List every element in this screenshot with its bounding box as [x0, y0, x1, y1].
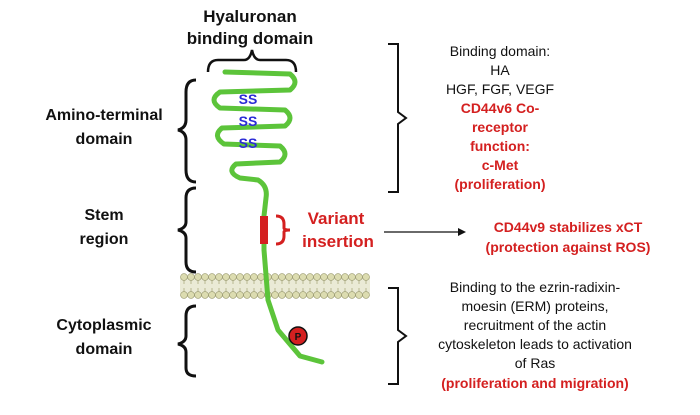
lipid-head: [222, 273, 230, 281]
lipid-head: [355, 291, 363, 299]
variant-label-line2: insertion: [302, 232, 374, 251]
binding-red-line4: c-Met: [482, 157, 519, 173]
disulfide-bond-3: SS: [239, 135, 258, 151]
cyto-red-line: (proliferation and migration): [441, 375, 628, 391]
hyaluronan-title-line1: Hyaluronan: [203, 7, 297, 26]
amino-terminal-label-line1: Amino-terminal: [45, 107, 162, 124]
lipid-head: [278, 291, 286, 299]
disulfide-bond-1: SS: [239, 91, 258, 107]
lipid-head: [313, 273, 321, 281]
lipid-head: [362, 273, 370, 281]
binding-red-line1: CD44v6 Co-: [461, 100, 540, 116]
lipid-head: [327, 291, 335, 299]
binding-line3: HGF, FGF, VEGF: [446, 81, 554, 97]
lipid-head: [355, 273, 363, 281]
stem-region-brace: [177, 186, 197, 274]
lipid-head: [250, 291, 258, 299]
hyaluronan-title-line2: binding domain: [187, 29, 314, 48]
lipid-head: [180, 273, 188, 281]
lipid-head: [257, 273, 265, 281]
cd44-protein-chain: [211, 69, 325, 365]
lipid-head: [243, 273, 251, 281]
lipid-head: [271, 273, 279, 281]
lipid-head: [201, 291, 209, 299]
binding-red-line5: (proliferation): [455, 176, 546, 192]
lipid-head: [194, 291, 202, 299]
disulfide-bond-2: SS: [239, 113, 258, 129]
cyto-line5: of Ras: [515, 355, 555, 371]
lipid-head: [292, 291, 300, 299]
cyto-line2: moesin (ERM) proteins,: [461, 298, 608, 314]
binding-line1: Binding domain:: [450, 43, 550, 59]
lipid-head: [299, 291, 307, 299]
binding-domain-bracket: [388, 43, 408, 193]
lipid-head: [271, 291, 279, 299]
lipid-head: [215, 273, 223, 281]
lipid-head: [236, 291, 244, 299]
cytoplasmic-label-line1: Cytoplasmic: [56, 317, 151, 334]
cyto-line3: recruitment of the actin: [464, 317, 606, 333]
lipid-head: [243, 291, 251, 299]
lipid-head: [208, 273, 216, 281]
amino-terminal-brace: [177, 78, 197, 184]
stem-region-label-line2: region: [80, 231, 129, 248]
lipid-head: [201, 273, 209, 281]
cytoplasmic-bracket: [388, 287, 408, 385]
hyaluronan-brace: [206, 49, 298, 73]
variant-insertion-segment: [260, 216, 268, 244]
cd44v9-line2: (protection against ROS): [486, 239, 651, 255]
lipid-head: [187, 273, 195, 281]
cyto-line1: Binding to the ezrin-radixin-: [450, 279, 621, 295]
arrow-head-icon: [458, 228, 466, 236]
lipid-head: [229, 273, 237, 281]
lipid-head: [348, 291, 356, 299]
lipid-head: [334, 291, 342, 299]
amino-terminal-label-line2: domain: [76, 131, 133, 148]
lipid-head: [320, 273, 328, 281]
cyto-line4: cytoskeleton leads to activation: [438, 336, 632, 352]
cytoplasmic-label-line2: domain: [76, 341, 133, 358]
lipid-head: [285, 273, 293, 281]
binding-red-line2: receptor: [472, 119, 529, 135]
lipid-head: [229, 291, 237, 299]
binding-red-line3: function:: [470, 138, 530, 154]
lipid-head: [341, 291, 349, 299]
cytoplasmic-brace: [177, 304, 197, 378]
lipid-head: [194, 273, 202, 281]
lipid-head: [236, 273, 244, 281]
lipid-head: [306, 273, 314, 281]
variant-bracket: [275, 214, 291, 246]
lipid-head: [334, 273, 342, 281]
lipid-head: [362, 291, 370, 299]
lipid-head: [348, 273, 356, 281]
lipid-head: [313, 291, 321, 299]
lipid-head: [299, 273, 307, 281]
lipid-head: [222, 291, 230, 299]
phosphorylation-site-icon: [288, 326, 308, 346]
lipid-head: [215, 291, 223, 299]
stem-region-label-line1: Stem: [84, 207, 123, 224]
lipid-head: [250, 273, 258, 281]
cell-membrane: [180, 273, 370, 299]
lipid-head: [320, 291, 328, 299]
lipid-head: [187, 291, 195, 299]
lipid-head: [341, 273, 349, 281]
lipid-head: [327, 273, 335, 281]
lipid-head: [306, 291, 314, 299]
lipid-head: [292, 273, 300, 281]
lipid-head: [278, 273, 286, 281]
lipid-head: [180, 291, 188, 299]
cd44v9-line1: CD44v9 stabilizes xCT: [494, 219, 643, 235]
lipid-head: [257, 291, 265, 299]
lipid-head: [208, 291, 216, 299]
lipid-head: [285, 291, 293, 299]
binding-line2: HA: [490, 62, 510, 78]
variant-label-line1: Variant: [308, 209, 365, 228]
phospho-label: P: [295, 332, 302, 343]
